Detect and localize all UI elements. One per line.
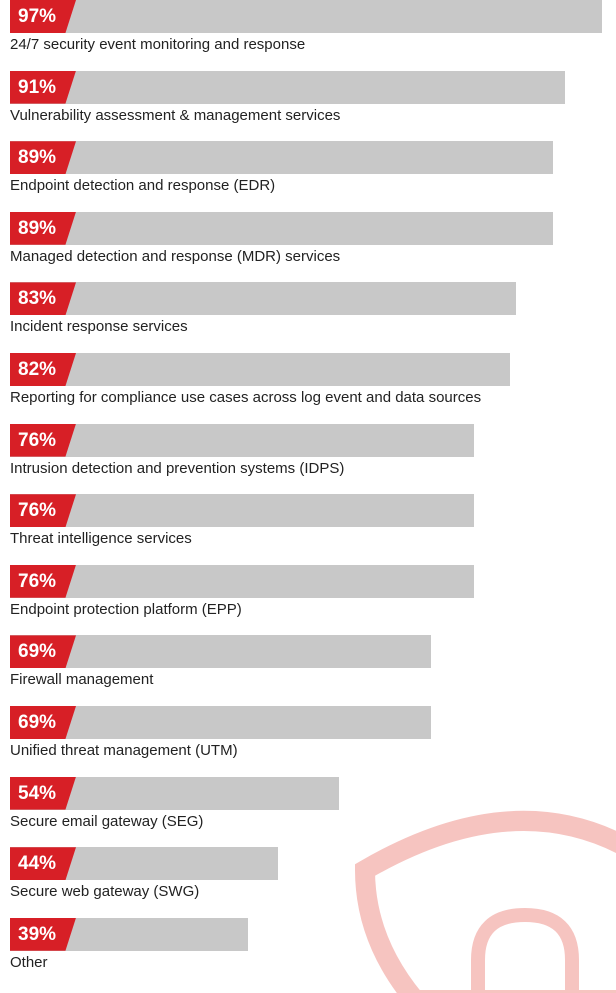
value-label: 39%: [10, 917, 76, 951]
bar: [10, 70, 566, 104]
bar: [10, 494, 474, 528]
bar-row: 89% Endpoint detection and response (EDR): [0, 141, 616, 207]
bar-row: 54% Secure email gateway (SEG): [0, 776, 616, 843]
bar: [10, 564, 474, 598]
value-label: 69%: [10, 635, 76, 669]
value-label: 97%: [10, 0, 76, 33]
bar: [10, 353, 511, 386]
category-label: Managed detection and response (MDR) ser…: [10, 247, 341, 265]
category-label: Intrusion detection and prevention syste…: [10, 459, 345, 477]
value-label: 82%: [10, 353, 76, 386]
value-label: 69%: [10, 706, 76, 739]
bar-row: 39% Other: [0, 917, 616, 984]
value-label: 89%: [10, 141, 76, 175]
bar-row: 82% Reporting for compliance use cases ac…: [0, 353, 616, 419]
bar: [10, 423, 474, 457]
category-label: Unified threat management (UTM): [10, 742, 238, 759]
bar-row: 83% Incident response services: [0, 282, 616, 348]
value-label: 76%: [10, 564, 76, 598]
bar-row: 44% Secure web gateway (SWG): [0, 847, 616, 913]
bar: [10, 211, 553, 245]
bar-row: 69% Unified threat management (UTM): [0, 706, 616, 772]
value-label: 76%: [10, 423, 76, 457]
lock-shackle: [471, 907, 579, 993]
category-label: Endpoint protection platform (EPP): [10, 600, 242, 618]
category-label: Other: [10, 953, 48, 971]
bar: [10, 635, 431, 669]
category-label: Secure web gateway (SWG): [10, 883, 200, 901]
bar-row: 76% Threat intelligence services: [0, 494, 616, 560]
value-label: 54%: [10, 776, 76, 810]
bar-row: 76% Endpoint protection platform (EPP): [0, 564, 616, 631]
category-label: Secure email gateway (SEG): [10, 812, 204, 830]
category-label: Reporting for compliance use cases acros…: [10, 389, 482, 406]
bar-row: 91% Vulnerability assessment & management…: [0, 70, 616, 137]
value-label: 76%: [10, 494, 76, 528]
bar-row: 69% Firewall management: [0, 635, 616, 701]
bar-row: 76% Intrusion detection and prevention sy…: [0, 423, 616, 490]
category-label: 24/7 security event monitoring and respo…: [10, 36, 306, 53]
category-label: Threat intelligence services: [10, 530, 192, 548]
shield-outline: [354, 810, 616, 993]
bar: [10, 282, 517, 316]
bar-row: 97% 24/7 security event monitoring and re…: [0, 0, 616, 66]
category-label: Endpoint detection and response (EDR): [10, 177, 276, 195]
bar: [10, 706, 431, 739]
value-label: 83%: [10, 282, 76, 316]
value-label: 89%: [10, 211, 76, 245]
value-label: 44%: [10, 847, 76, 881]
bar-row: 89% Managed detection and response (MDR) …: [0, 211, 616, 278]
category-label: Vulnerability assessment & management se…: [10, 106, 341, 124]
category-label: Incident response services: [10, 318, 188, 336]
bar: [10, 141, 553, 175]
category-label: Firewall management: [10, 671, 154, 689]
value-label: 91%: [10, 70, 76, 104]
bar: [10, 0, 602, 33]
